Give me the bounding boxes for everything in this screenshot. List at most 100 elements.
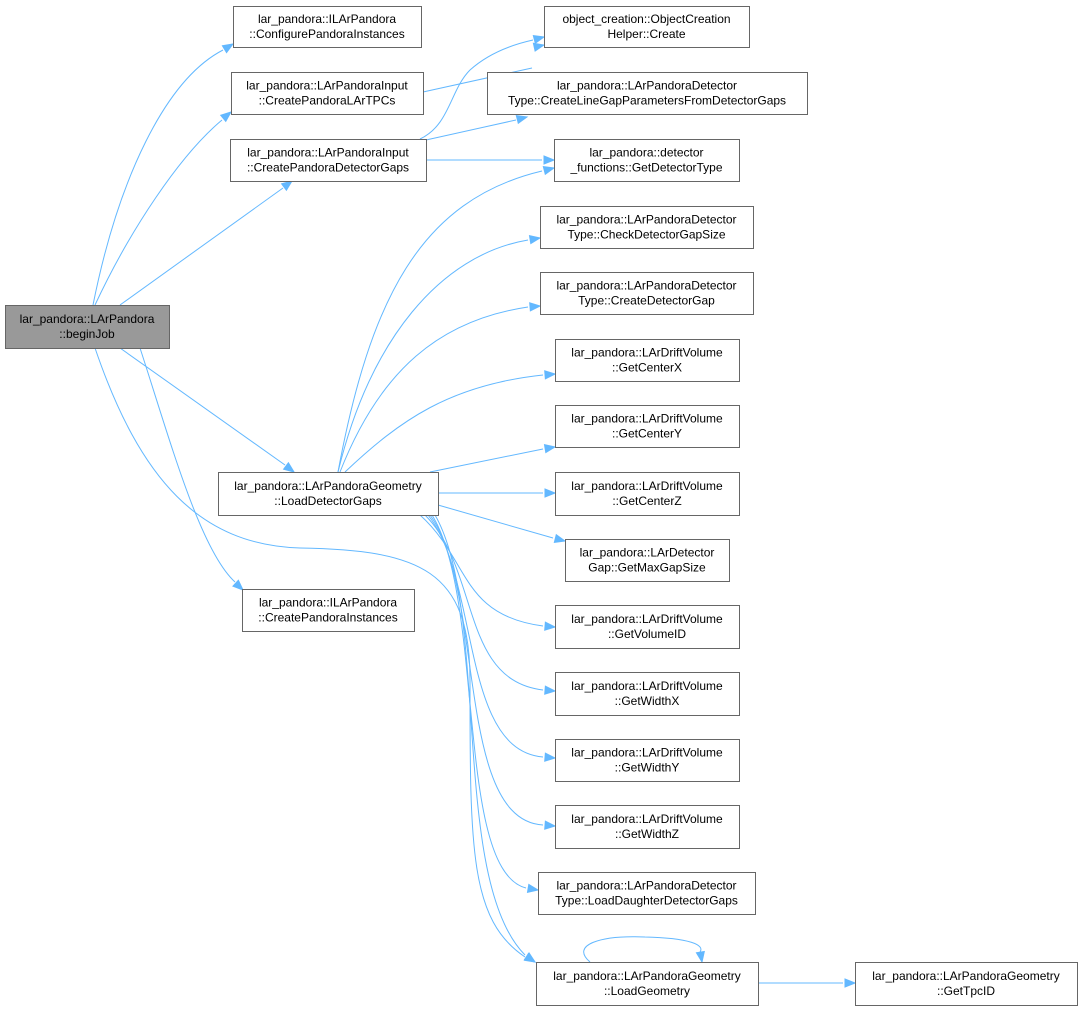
node-get-tpc-id[interactable]: lar_pandora::LArPandoraGeometry::GetTpcI… [855,962,1078,1006]
node-box [230,139,427,182]
node-label-line: lar_pandora::LArPandoraGeometry [872,969,1059,983]
node-label-line: lar_pandora::LArPandoraDetector [556,279,736,293]
node-label-line: ::beginJob [59,327,115,341]
edge-line [337,170,543,473]
node-box [487,72,808,115]
node-load-daughter-gaps[interactable]: lar_pandora::LArPandoraDetectorType::Loa… [538,872,756,915]
node-box [218,472,439,516]
edge-arrowhead [542,165,556,176]
node-get-width-z[interactable]: lar_pandora::LArDriftVolume::GetWidthZ [555,805,740,849]
node-label-line: ::GetTpcID [937,984,995,998]
node-box [555,339,740,382]
node-line-gap-params[interactable]: lar_pandora::LArPandoraDetectorType::Cre… [487,72,808,115]
edge-create_detector_gaps-to-line_gap_params [425,114,529,141]
edge-arrowhead [543,155,556,165]
node-create-detector-gap[interactable]: lar_pandora::LArPandoraDetectorType::Cre… [540,272,754,315]
node-label-line: lar_pandora::ILArPandora [258,12,396,26]
edge-arrowhead [544,820,557,830]
node-label-line: ::GetVolumeID [608,627,686,641]
node-label-line: Type::CheckDetectorGapSize [567,228,725,242]
edge-load_detector_gaps-to-load_daughter_gaps [431,514,540,893]
edge-load_detector_gaps-to-get_volume_id [419,514,557,631]
node-get-width-y[interactable]: lar_pandora::LArDriftVolume::GetWidthY [555,739,740,782]
edge-line [429,514,544,826]
edge-line [419,514,544,627]
edge-arrowhead [532,34,546,45]
edge-line [94,119,223,306]
edge-arrowhead [529,302,542,312]
node-label-line: ::GetCenterY [612,427,682,441]
edge-load_detector_gaps-to-get_max_gap [437,504,567,544]
edge-begin_job-to-load_detector_gaps [119,347,296,473]
edge-line [419,39,534,140]
node-get-volume-id[interactable]: lar_pandora::LArDriftVolume::GetVolumeID [555,605,740,649]
node-box [554,139,740,182]
edge-create_detector_gaps-to-object_creation [419,34,546,140]
edge-arrowhead [282,461,296,473]
edge-create_detector_gaps-to-get_detector_type [426,155,556,165]
node-label-line: ::CreatePandoraDetectorGaps [247,161,409,175]
edge-arrowhead [544,370,557,380]
node-box [555,472,740,516]
edge-load_geometry-to-load_geometry [583,936,705,964]
edge-load_detector_gaps-to-check_gap_size [337,235,542,473]
edge-line [425,119,517,141]
node-box [231,72,424,115]
node-label-line: lar_pandora::LArDriftVolume [571,812,723,826]
edge-load_detector_gaps-to-load_geometry [434,514,537,963]
node-label-line: lar_pandora::LArDriftVolume [571,479,723,493]
node-get-width-x[interactable]: lar_pandora::LArDriftVolume::GetWidthX [555,672,740,716]
node-create-detector-gaps[interactable]: lar_pandora::LArPandoraInput::CreatePand… [230,139,427,182]
node-label-line: lar_pandora::LArDriftVolume [571,746,723,760]
node-box [555,672,740,716]
edge-load_detector_gaps-to-get_center_z [438,488,557,498]
edge-load_detector_gaps-to-get_width_z [429,514,557,830]
node-label-line: lar_pandora::LArPandora [20,312,155,326]
edge-arrowhead [219,111,233,123]
node-get-detector-type[interactable]: lar_pandora::detector_functions::GetDete… [554,139,740,182]
node-box [242,589,415,632]
node-configure-instances[interactable]: lar_pandora::ILArPandora::ConfigurePando… [233,6,422,48]
edge-arrowhead [523,952,537,963]
edge-line [119,347,286,466]
node-object-creation[interactable]: object_creation::ObjectCreationHelper::C… [544,6,750,48]
edge-arrowhead [544,488,557,498]
node-box [855,962,1078,1006]
node-load-geometry[interactable]: lar_pandora::LArPandoraGeometry::LoadGeo… [536,962,759,1006]
node-get-center-z[interactable]: lar_pandora::LArDriftVolume::GetCenterZ [555,472,740,516]
node-get-max-gap[interactable]: lar_pandora::LArDetectorGap::GetMaxGapSi… [565,539,730,582]
node-label-line: Helper::Create [607,27,685,41]
node-begin-job[interactable]: lar_pandora::LArPandora::beginJob [5,305,170,349]
edge-line [429,448,544,473]
node-box [540,206,754,249]
node-box [544,6,750,48]
edge-arrowhead [528,235,542,245]
node-label-line: lar_pandora::LArPandoraGeometry [234,479,421,493]
node-check-gap-size[interactable]: lar_pandora::LArPandoraDetectorType::Che… [540,206,754,249]
node-label-line: lar_pandora::detector [589,146,703,160]
node-create-lar-tpcs[interactable]: lar_pandora::LArPandoraInput::CreatePand… [231,72,424,115]
node-load-detector-gaps[interactable]: lar_pandora::LArPandoraGeometry::LoadDet… [218,472,439,516]
node-label-line: lar_pandora::LArPandoraGeometry [553,969,740,983]
edge-begin_job-to-create_lar_tpcs [94,111,233,306]
edge-load_detector_gaps-to-get_detector_type [337,165,556,473]
node-label-line: ::LoadDetectorGaps [274,494,381,508]
node-label-line: ::CreatePandoraLArTPCs [259,94,396,108]
node-box [555,739,740,782]
node-label-line: ::LoadGeometry [604,984,690,998]
edge-arrowhead [695,950,705,964]
edge-begin_job-to-load_geometry [94,347,537,963]
node-get-center-x[interactable]: lar_pandora::LArDriftVolume::GetCenterX [555,339,740,382]
node-box [555,405,740,448]
node-label-line: ::GetWidthX [615,694,680,708]
edge-line [431,514,527,889]
edge-line [92,49,224,306]
node-create-instances[interactable]: lar_pandora::ILArPandora::CreatePandoraI… [242,589,415,632]
node-label-line: ::GetCenterZ [612,494,681,508]
node-label-line: Type::CreateDetectorGap [578,294,715,308]
node-get-center-y[interactable]: lar_pandora::LArDriftVolume::GetCenterY [555,405,740,448]
edge-arrowhead [526,883,540,893]
node-label-line: lar_pandora::LArPandoraDetector [556,879,736,893]
edge-arrowhead [544,752,557,762]
